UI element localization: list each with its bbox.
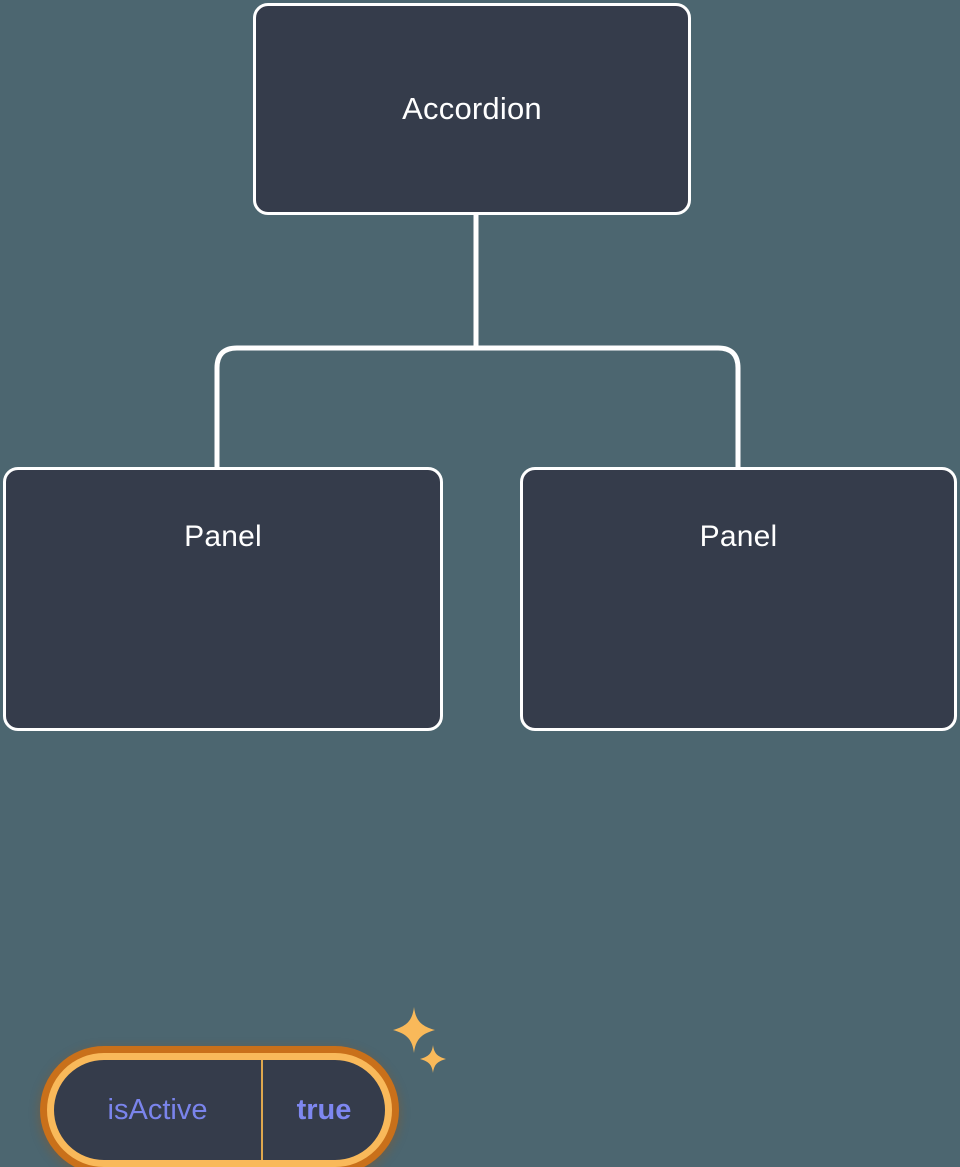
prop-value-true: true (261, 1060, 385, 1160)
node-panel-right-title: Panel (699, 520, 778, 553)
connector-branch-right (476, 345, 741, 467)
prop-pill-isactive-true[interactable]: isActive true (47, 1053, 392, 1167)
component-tree-diagram: Accordion Panel isActive true Panel isAc… (3, 3, 957, 1167)
sparkle-icon (393, 1007, 435, 1053)
connector-branch-left (214, 345, 476, 467)
node-panel-right[interactable]: Panel isActive false (520, 467, 957, 731)
node-accordion[interactable]: Accordion (253, 3, 691, 215)
node-accordion-title: Accordion (402, 91, 542, 126)
prop-key-isactive: isActive (107, 1093, 208, 1126)
sparkle-icon (420, 1045, 446, 1073)
node-panel-left[interactable]: Panel isActive true (3, 467, 446, 1167)
node-panel-left-title: Panel (184, 520, 262, 553)
